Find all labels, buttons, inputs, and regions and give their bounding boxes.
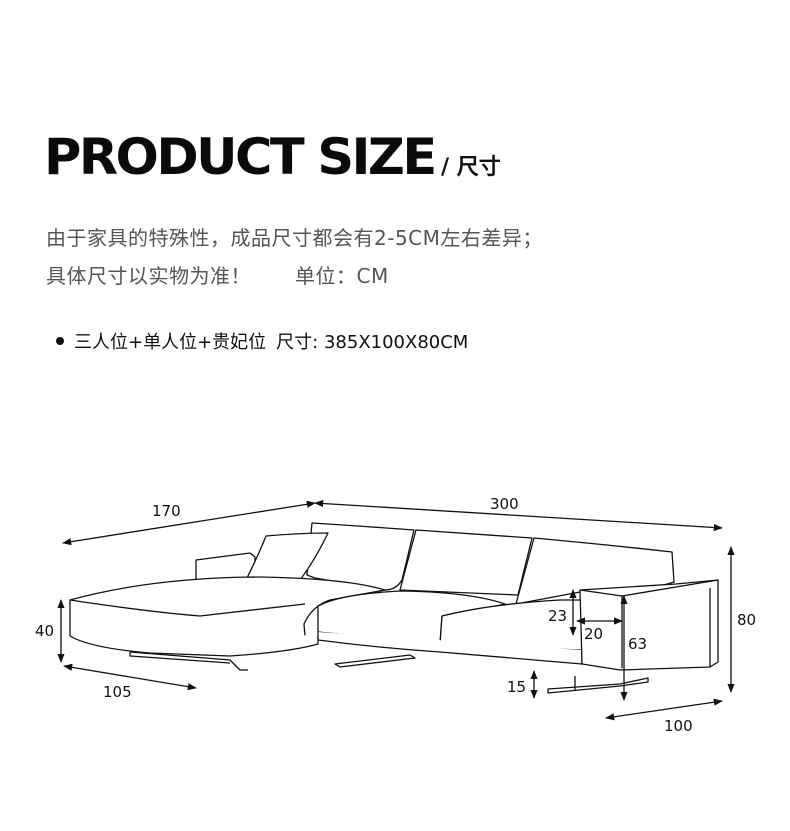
- label-sofa-length: 300: [490, 495, 519, 513]
- dim-line-sofa-length: [314, 499, 723, 532]
- product-spec: 三人位+单人位+贵妃位 尺寸: 385X100X80CM: [56, 328, 468, 354]
- dimension-lines: [57, 499, 735, 721]
- label-arm-height: 63: [628, 635, 647, 653]
- unit-label: 单位：CM: [295, 264, 389, 288]
- page-subtitle: / 尺寸: [441, 155, 501, 180]
- spec-configuration: 三人位+单人位+贵妃位: [74, 332, 267, 353]
- right-armrest: [579, 579, 719, 671]
- spec-size: 尺寸: 385X100X80CM: [276, 332, 469, 353]
- dim-line-chaise-width: [63, 663, 197, 691]
- label-chaise-length: 170: [152, 502, 181, 520]
- label-depth: 100: [664, 717, 693, 735]
- sofa-outline: [69, 522, 719, 694]
- label-seat-height: 40: [35, 622, 54, 640]
- dim-line-depth: [605, 698, 723, 721]
- label-arm-width: 20: [584, 625, 603, 643]
- dim-line-chaise-length: [62, 500, 316, 546]
- label-chaise-width: 105: [103, 683, 132, 701]
- leg-2: [334, 654, 416, 668]
- leg-1: [129, 651, 248, 671]
- page-title: PRODUCT SIZE: [44, 128, 437, 186]
- label-leg-height: 15: [507, 678, 526, 696]
- actual-product-note: 具体尺寸以实物为准！: [46, 264, 251, 288]
- bullet-icon: [56, 337, 64, 345]
- label-arm-above-seat: 23: [548, 607, 567, 625]
- back-cushion-2: [399, 529, 533, 596]
- title-row: PRODUCT SIZE / 尺寸: [44, 132, 501, 182]
- label-total-height: 80: [737, 611, 756, 629]
- size-disclaimer: 由于家具的特殊性，成品尺寸都会有2-5CM左右差异；: [46, 226, 543, 250]
- sofa-base: [317, 632, 583, 665]
- leg-3: [547, 677, 649, 694]
- dimension-labels: 170 300 40 105 80 23 20 63 15 100: [35, 495, 756, 735]
- size-disclaimer-2: 具体尺寸以实物为准！ 单位：CM: [46, 260, 389, 289]
- chaise-base: [69, 624, 319, 657]
